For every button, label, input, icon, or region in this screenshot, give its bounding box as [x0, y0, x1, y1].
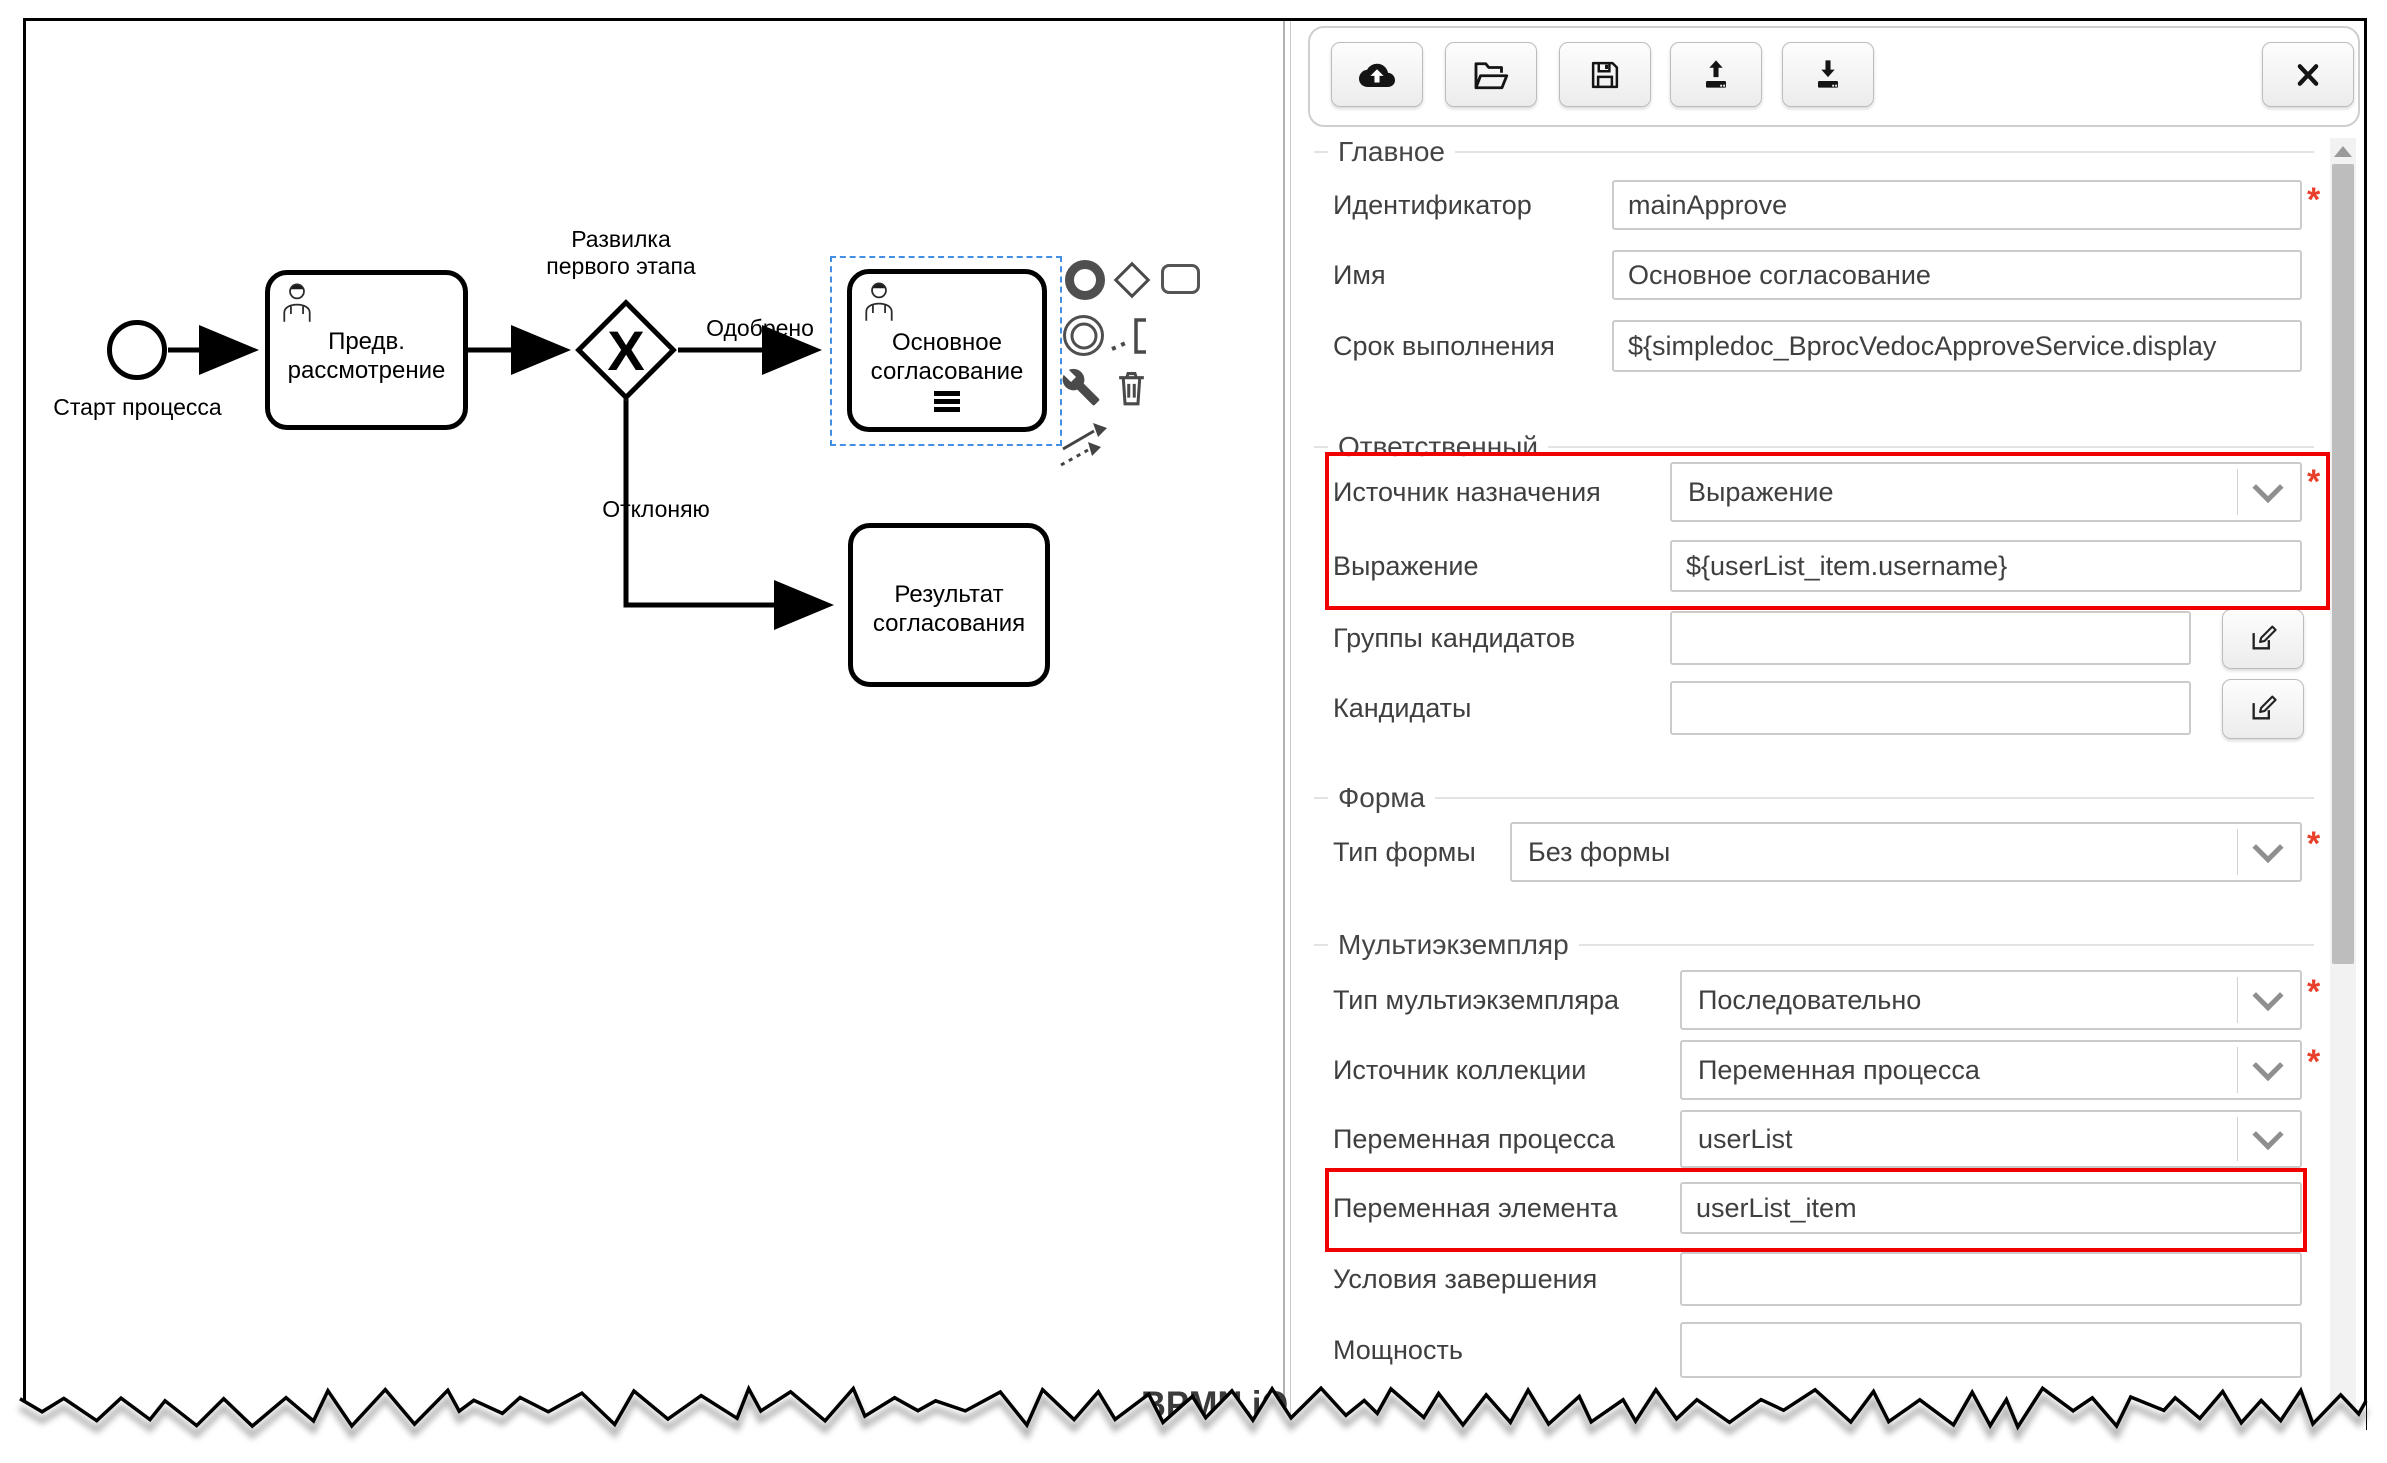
- required-asterisk: *: [2307, 1043, 2321, 1081]
- download-button[interactable]: [1782, 42, 1874, 107]
- expression-label: Выражение: [1333, 551, 1479, 581]
- candidates-edit-button[interactable]: [2222, 679, 2304, 739]
- name-input[interactable]: [1612, 250, 2302, 300]
- task-label: Предв. рассмотрение: [287, 328, 446, 384]
- candidates-label: Кандидаты: [1333, 693, 1472, 723]
- delete-trash-icon[interactable]: [1115, 368, 1148, 408]
- identifier-input[interactable]: [1612, 180, 2302, 230]
- select-separator: [2237, 469, 2238, 515]
- append-gateway-icon[interactable]: [1113, 261, 1151, 299]
- task-label: Основное согласование: [870, 329, 1024, 385]
- element-variable-input[interactable]: [1680, 1182, 2302, 1234]
- download-icon: [1812, 59, 1844, 91]
- upload-button[interactable]: [1670, 42, 1762, 107]
- required-asterisk: *: [2307, 825, 2321, 863]
- cardinality-input[interactable]: [1680, 1322, 2302, 1378]
- section-legend-main: Главное: [1314, 136, 2314, 168]
- due-date-input[interactable]: [1612, 320, 2302, 372]
- flow-rejected-label: Отклоняю: [602, 496, 710, 522]
- flow-approved-label: Одобрено: [706, 315, 814, 341]
- append-task-icon[interactable]: [1161, 264, 1200, 294]
- required-asterisk: *: [2307, 463, 2321, 501]
- select-separator: [2237, 977, 2238, 1023]
- bpmn-io-watermark: BPMN.iO: [1141, 1384, 1289, 1425]
- mi-type-select[interactable]: Последовательно: [1680, 970, 2302, 1030]
- chevron-down-icon: [2252, 1119, 2284, 1151]
- task-main-approval[interactable]: Основное согласование: [847, 269, 1047, 432]
- task-label: Результат согласования: [872, 581, 1026, 637]
- mi-type-label: Тип мультиэкземпляра: [1333, 985, 1620, 1015]
- bpmn-canvas[interactable]: Старт процесса Предв. рассмотрение X Раз…: [26, 21, 1288, 1426]
- assignment-source-select[interactable]: Выражение: [1670, 462, 2302, 522]
- cloud-upload-button[interactable]: [1331, 42, 1423, 107]
- append-end-event-icon[interactable]: [1065, 260, 1105, 300]
- select-separator: [2237, 1117, 2238, 1161]
- frame-border-left: [23, 18, 26, 1430]
- gateway-x-marker: X: [607, 319, 645, 382]
- completion-condition-label: Условия завершения: [1333, 1264, 1598, 1294]
- chevron-down-icon: [2252, 1050, 2284, 1082]
- select-separator: [2237, 829, 2238, 875]
- process-variable-label: Переменная процесса: [1333, 1124, 1615, 1154]
- form-type-label: Тип формы: [1333, 837, 1476, 867]
- start-event-label: Старт процесса: [53, 394, 222, 420]
- append-intermediate-event-icon[interactable]: [1063, 315, 1104, 356]
- change-type-wrench-icon[interactable]: [1060, 367, 1102, 407]
- element-variable-label: Переменная элемента: [1333, 1193, 1618, 1223]
- edit-pencil-icon: [2249, 625, 2277, 653]
- section-legend-assignee: Ответственный: [1314, 431, 2314, 463]
- selection-outline: [830, 256, 1062, 446]
- panel-divider: [1283, 21, 1291, 1431]
- open-file-button[interactable]: [1445, 42, 1537, 107]
- close-icon: [2295, 62, 2321, 88]
- candidates-input[interactable]: [1670, 681, 2191, 735]
- open-folder-icon: [1473, 60, 1509, 90]
- collection-source-select[interactable]: Переменная процесса: [1680, 1040, 2302, 1100]
- identifier-label: Идентификатор: [1333, 190, 1532, 220]
- properties-panel: Главное Идентификатор * Имя Срок выполне…: [1291, 21, 2364, 1431]
- chevron-down-icon: [2252, 980, 2284, 1012]
- append-text-annotation-icon[interactable]: [1108, 315, 1154, 357]
- frame-border-top: [23, 18, 2367, 21]
- multi-instance-sequential-marker: [934, 391, 960, 415]
- save-floppy-icon: [1590, 60, 1620, 90]
- section-legend-multiinstance: Мультиэкземпляр: [1314, 929, 2314, 961]
- collection-source-label: Источник коллекции: [1333, 1055, 1587, 1085]
- save-button[interactable]: [1559, 42, 1651, 107]
- task-approval-result[interactable]: Результат согласования: [848, 523, 1050, 687]
- close-button[interactable]: [2262, 42, 2354, 107]
- upload-icon: [1700, 59, 1732, 91]
- scrollbar-up-arrow[interactable]: [2334, 146, 2352, 157]
- due-date-label: Срок выполнения: [1333, 331, 1555, 361]
- inner-ring: [1070, 322, 1097, 349]
- candidate-groups-edit-button[interactable]: [2222, 609, 2304, 669]
- frame-border-right: [2364, 18, 2367, 1430]
- cloud-upload-icon: [1359, 61, 1395, 89]
- select-separator: [2237, 1047, 2238, 1093]
- candidate-groups-label: Группы кандидатов: [1333, 623, 1576, 653]
- user-task-icon: [280, 282, 314, 324]
- chevron-down-icon: [2252, 472, 2284, 504]
- form-type-select[interactable]: Без формы: [1510, 822, 2302, 882]
- completion-condition-input[interactable]: [1680, 1252, 2302, 1306]
- connect-flow-arrows-icon[interactable]: [1060, 421, 1110, 467]
- cardinality-label: Мощность: [1333, 1335, 1463, 1365]
- candidate-groups-input[interactable]: [1670, 611, 2191, 665]
- required-asterisk: *: [2307, 973, 2321, 1011]
- assignment-source-label: Источник назначения: [1333, 477, 1601, 507]
- name-label: Имя: [1333, 260, 1386, 290]
- scrollbar-thumb[interactable]: [2332, 164, 2354, 964]
- required-asterisk: *: [2307, 181, 2321, 219]
- gateway-label: Развилка первого этапа: [546, 226, 696, 279]
- user-task-icon: [862, 281, 896, 323]
- edit-pencil-icon: [2249, 695, 2277, 723]
- task-preliminary-review[interactable]: Предв. рассмотрение: [265, 270, 468, 430]
- chevron-down-icon: [2252, 832, 2284, 864]
- expression-input[interactable]: [1670, 540, 2302, 592]
- section-legend-form: Форма: [1314, 782, 2314, 814]
- start-event[interactable]: [107, 320, 167, 380]
- process-variable-select[interactable]: userList: [1680, 1110, 2302, 1168]
